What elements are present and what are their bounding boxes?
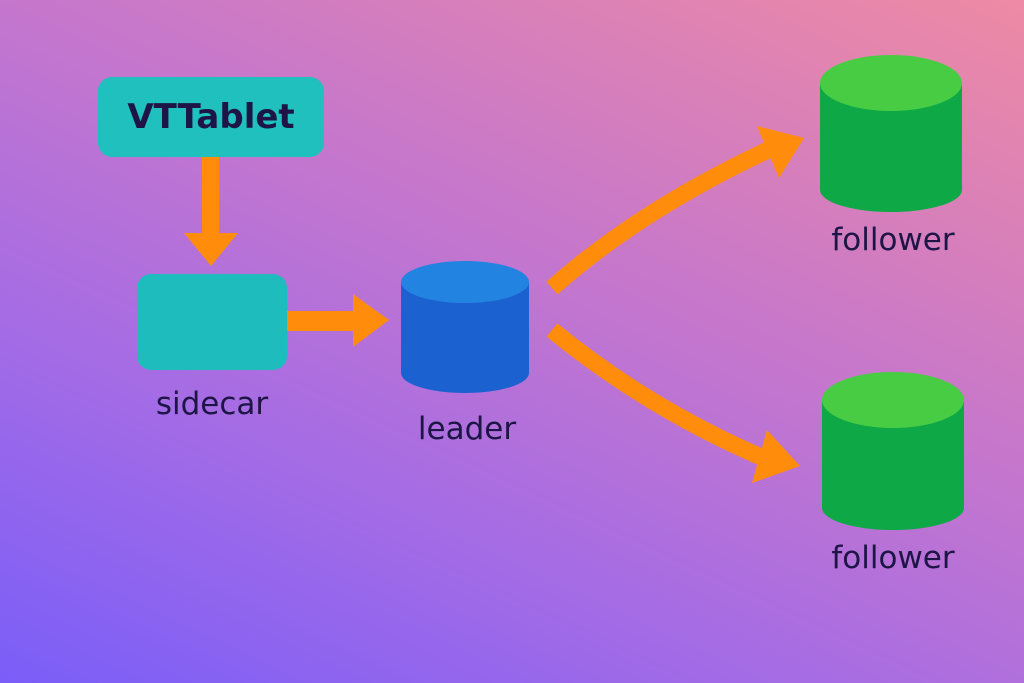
- arrow-leader-to-follower-bottom: [546, 323, 800, 483]
- follower-1-label: follower: [831, 222, 955, 258]
- vttablet-label: VTTablet: [127, 97, 295, 137]
- leader-cylinder-icon[interactable]: [401, 261, 529, 393]
- leader-label: leader: [417, 411, 517, 447]
- sidecar-label: sidecar: [155, 386, 269, 422]
- follower-2-cylinder-icon[interactable]: [822, 372, 964, 530]
- arrow-sidecar-to-leader: [287, 294, 389, 347]
- follower-1-cylinder-icon[interactable]: [820, 55, 962, 212]
- sidecar-node[interactable]: [137, 274, 287, 370]
- vttablet-node[interactable]: VTTablet: [98, 77, 324, 157]
- arrow-leader-to-follower-top: [546, 126, 804, 295]
- arrow-vttablet-to-sidecar: [184, 157, 238, 266]
- follower-2-label: follower: [831, 540, 955, 576]
